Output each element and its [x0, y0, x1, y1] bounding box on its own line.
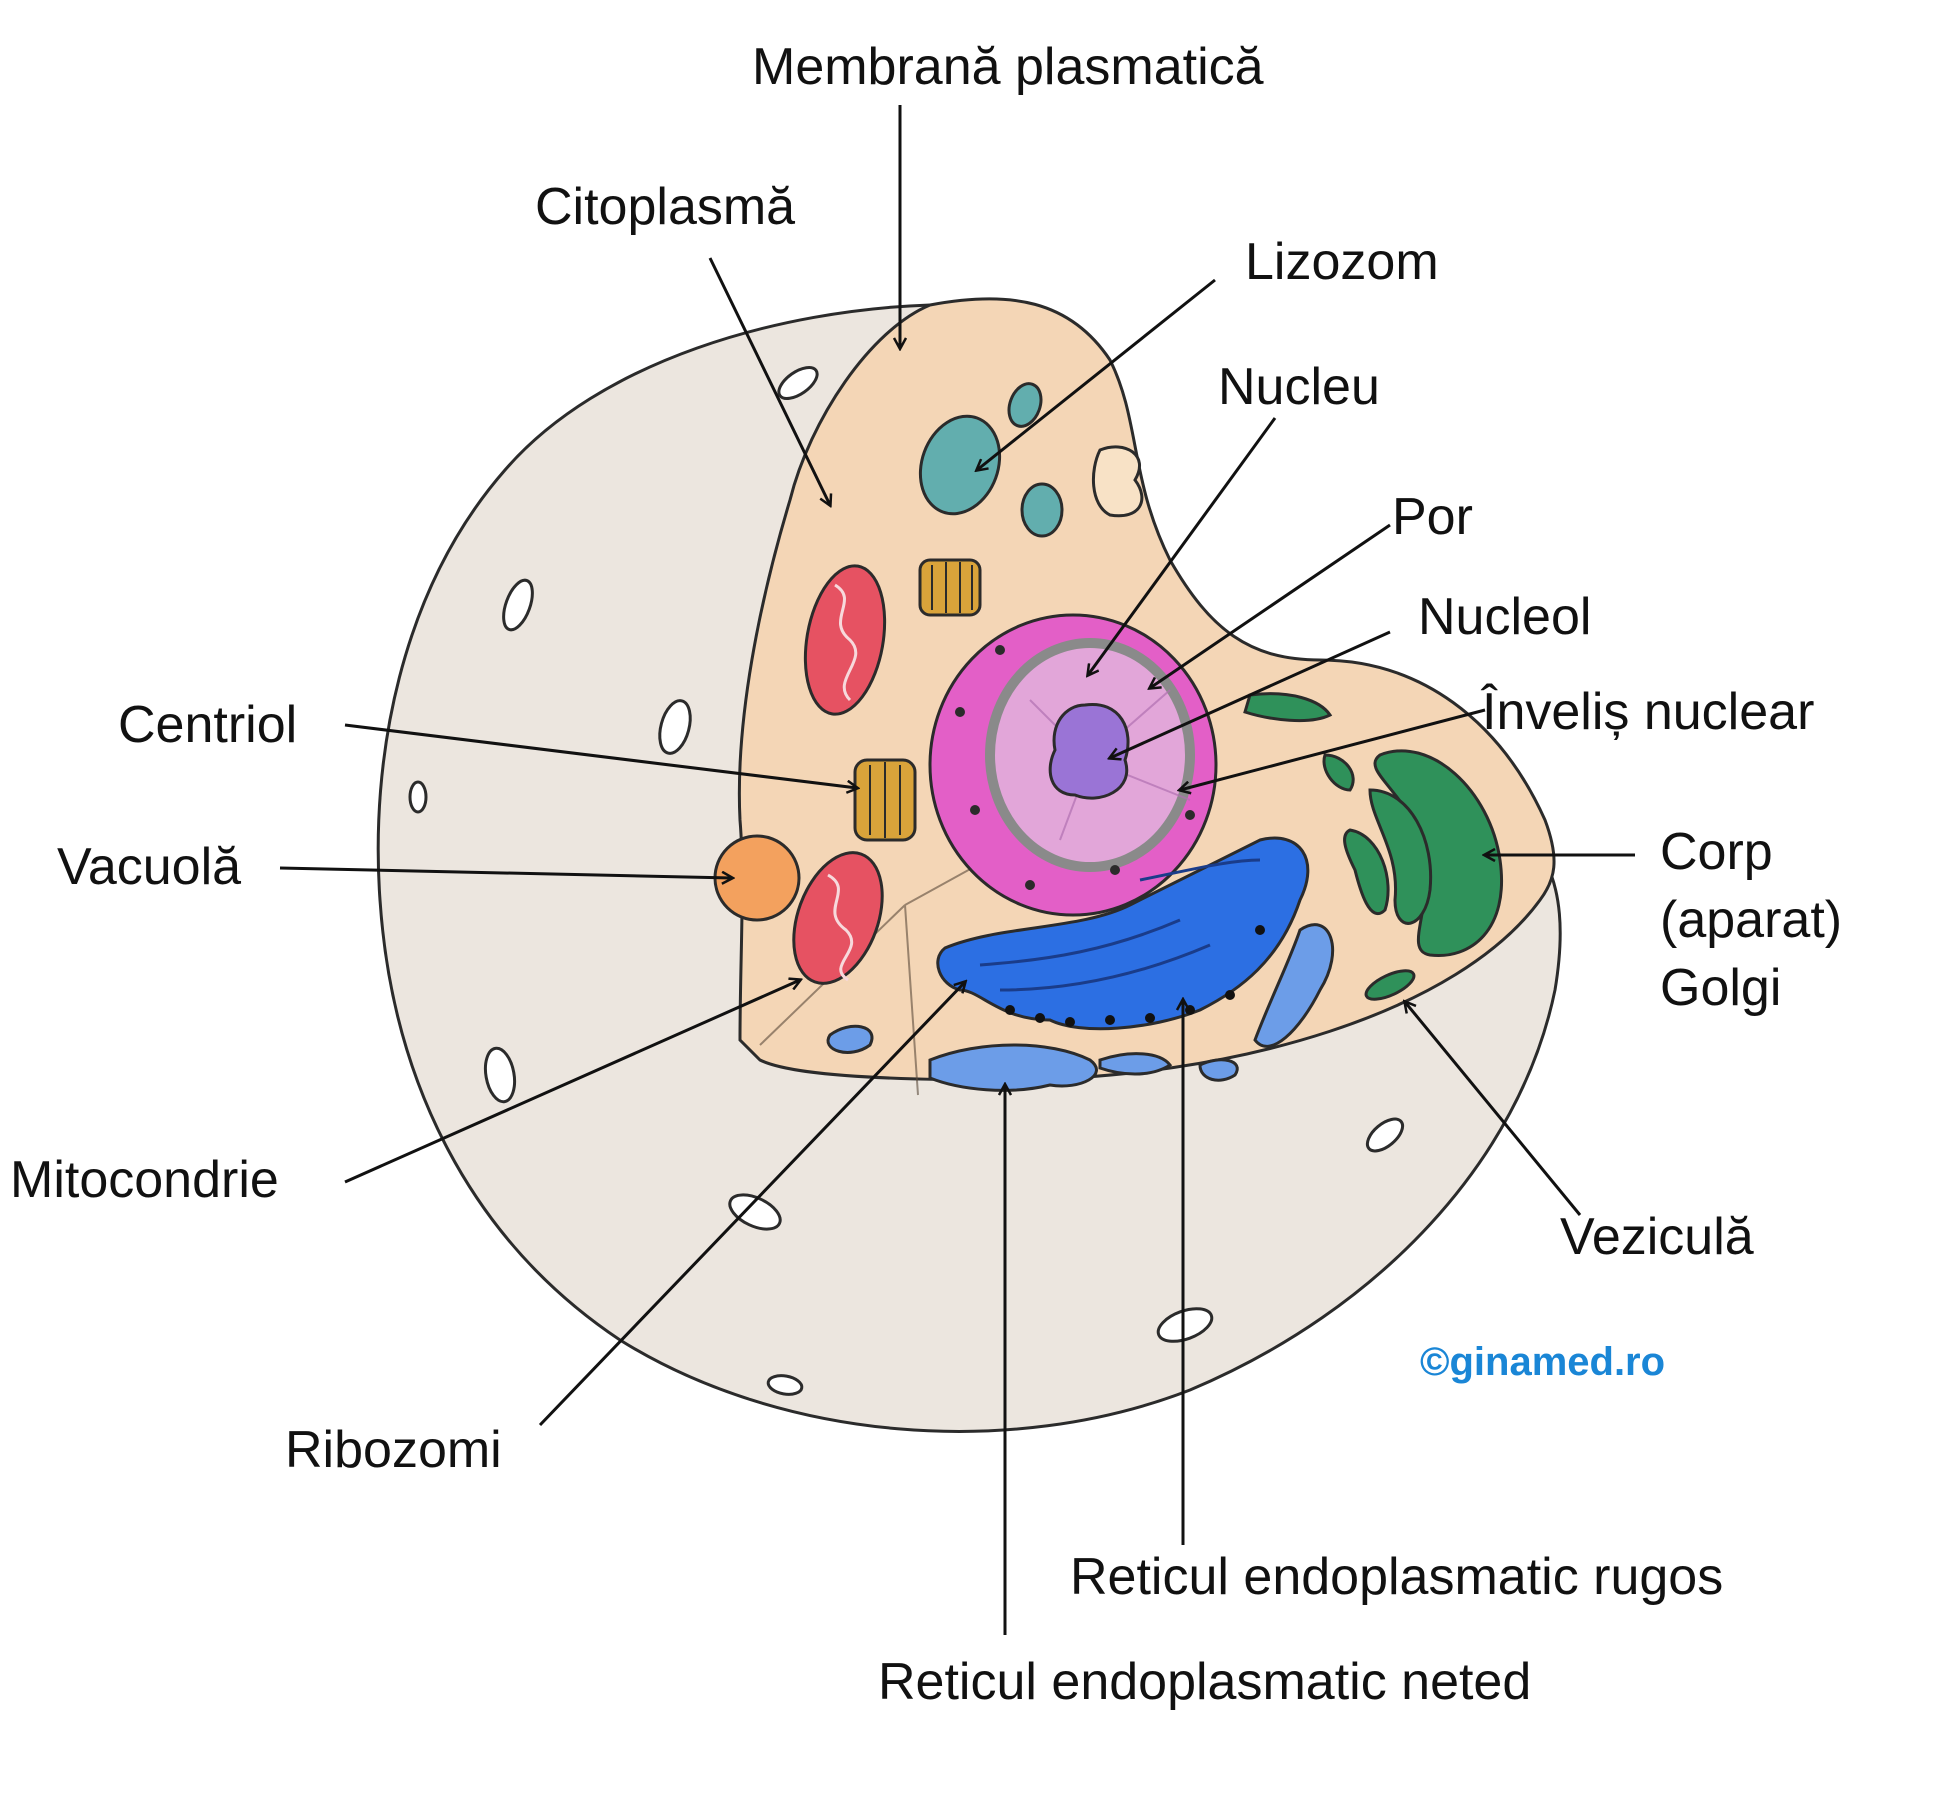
label-golgi: Golgi	[1660, 959, 1782, 1017]
golgi-apparatus	[1243, 692, 1503, 1001]
label-reticul-neted: Reticul endoplasmatic neted	[878, 1653, 1532, 1711]
label-aparat: (aparat)	[1660, 891, 1843, 949]
label-invelis-nuclear: Înveliș nuclear	[1482, 683, 1815, 741]
label-mitocondrie: Mitocondrie	[10, 1151, 279, 1209]
membrane-pores	[408, 365, 1405, 1396]
mitochondria-cristae	[827, 583, 858, 982]
label-vezicula: Veziculă	[1560, 1208, 1754, 1266]
lysosomes	[918, 382, 1064, 538]
label-vacuola: Vacuolă	[57, 838, 242, 896]
nucleolus	[1048, 702, 1130, 800]
label-centriol: Centriol	[118, 696, 298, 754]
label-reticul-rugos: Reticul endoplasmatic rugos	[1070, 1548, 1724, 1606]
copyright-watermark: ©ginamed.ro	[1420, 1340, 1666, 1384]
organelle-small	[1091, 445, 1144, 518]
centriole-tubules	[869, 562, 973, 838]
rough-er	[936, 836, 1310, 1031]
label-lizozom: Lizozom	[1245, 233, 1439, 291]
label-citoplasma: Citoplasmă	[535, 178, 796, 236]
label-membrana-plasmatica: Membrană plasmatică	[752, 38, 1264, 96]
ribosomes-dots	[1005, 925, 1265, 1027]
nuclear-pores	[955, 645, 1195, 890]
mitochondria	[792, 564, 887, 985]
rough-er-folds	[979, 858, 1261, 992]
label-ribozomi: Ribozomi	[285, 1421, 502, 1479]
smooth-er	[826, 923, 1335, 1092]
label-corp: Corp	[1660, 823, 1773, 881]
label-por: Por	[1392, 488, 1473, 546]
label-nucleu: Nucleu	[1218, 358, 1380, 416]
label-nucleol: Nucleol	[1418, 588, 1592, 646]
annotation-arrows	[279, 105, 1635, 1635]
